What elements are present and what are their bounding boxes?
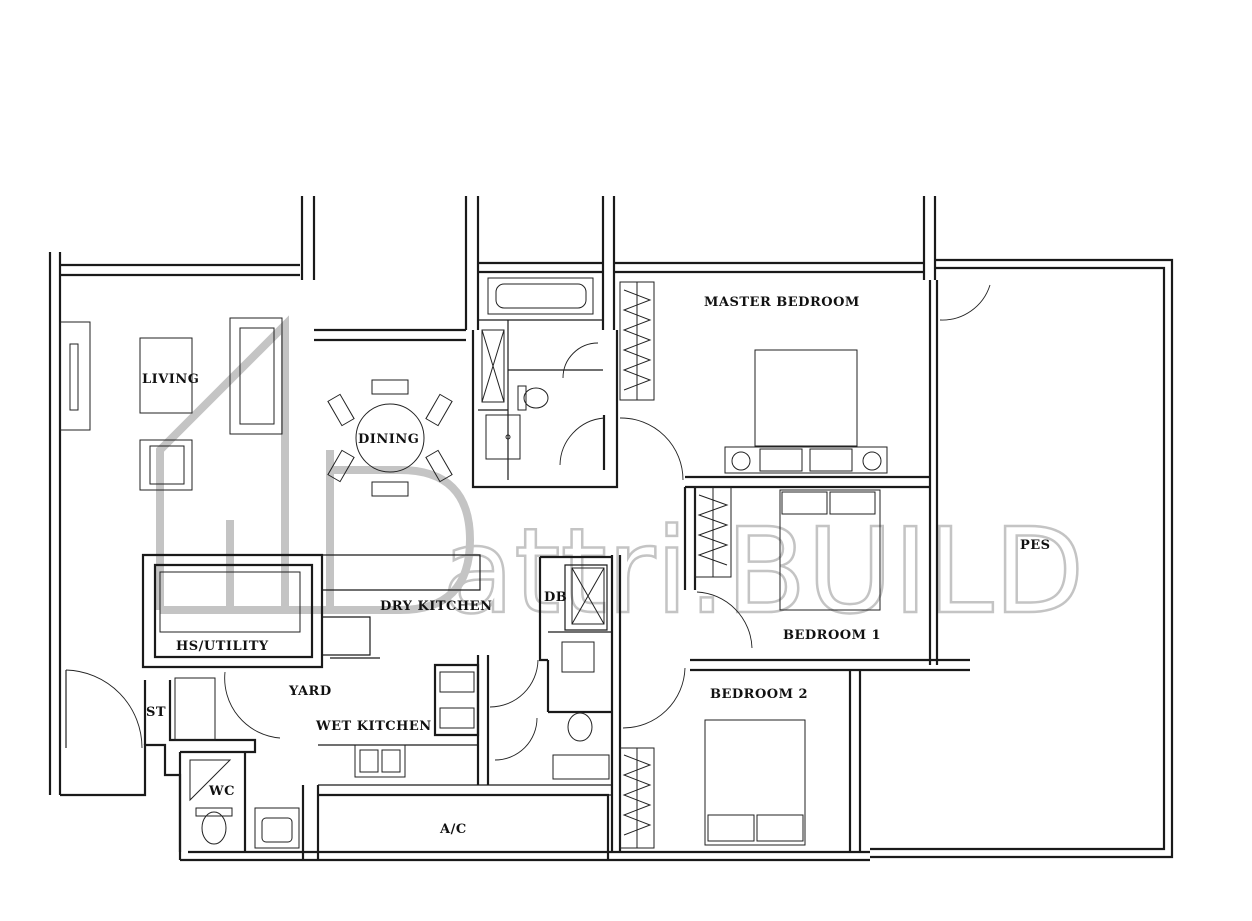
bedroom2-bed	[704, 719, 806, 846]
armchair	[139, 439, 193, 491]
label-pes: PES	[1020, 538, 1051, 553]
shower-1	[481, 329, 505, 403]
shower-2	[571, 567, 605, 625]
label-bedroom-2: BEDROOM 2	[710, 687, 808, 702]
watermark-house-logo	[156, 315, 475, 614]
watermark-text: attri.BUILD	[442, 502, 1084, 640]
master-bed	[754, 349, 858, 447]
shower-tray-2	[552, 754, 610, 780]
toilet-2	[567, 712, 593, 742]
furniture	[59, 277, 888, 849]
label-ac: A/C	[439, 822, 467, 837]
label-living: LIVING	[142, 372, 199, 387]
oven	[439, 707, 475, 729]
label-st: ST	[146, 705, 166, 720]
coffee-table	[139, 337, 193, 414]
washing-machine	[254, 807, 300, 849]
label-yard: YARD	[288, 684, 332, 699]
dining-table	[355, 403, 425, 473]
toilet-1	[523, 387, 549, 409]
watermark: attri.BUILD	[156, 315, 1086, 641]
label-bedroom-1: BEDROOM 1	[783, 628, 881, 643]
label-wet-kitchen: WET KITCHEN	[315, 719, 432, 734]
tv-console	[59, 321, 91, 431]
dining-chairs	[327, 379, 453, 497]
basin-2	[561, 641, 595, 673]
hob	[439, 671, 475, 693]
room-labels: LIVING DINING MASTER BEDROOM BEDROOM 1 B…	[142, 295, 1051, 837]
wc-shower	[189, 759, 232, 802]
basin-1	[485, 414, 521, 460]
label-master-bedroom: MASTER BEDROOM	[704, 295, 860, 310]
bathtub	[487, 277, 594, 315]
kitchen-sink	[354, 744, 406, 778]
bedroom1-bed	[779, 489, 881, 611]
doors	[65, 284, 991, 761]
label-db: DB	[544, 590, 567, 605]
sofa	[229, 317, 283, 435]
label-dry-kitchen: DRY KITCHEN	[380, 599, 492, 614]
label-hs-utility: HS/UTILITY	[176, 639, 269, 654]
toilet-3	[201, 811, 227, 845]
label-dining: DINING	[358, 432, 419, 447]
label-wc: WC	[208, 784, 235, 799]
